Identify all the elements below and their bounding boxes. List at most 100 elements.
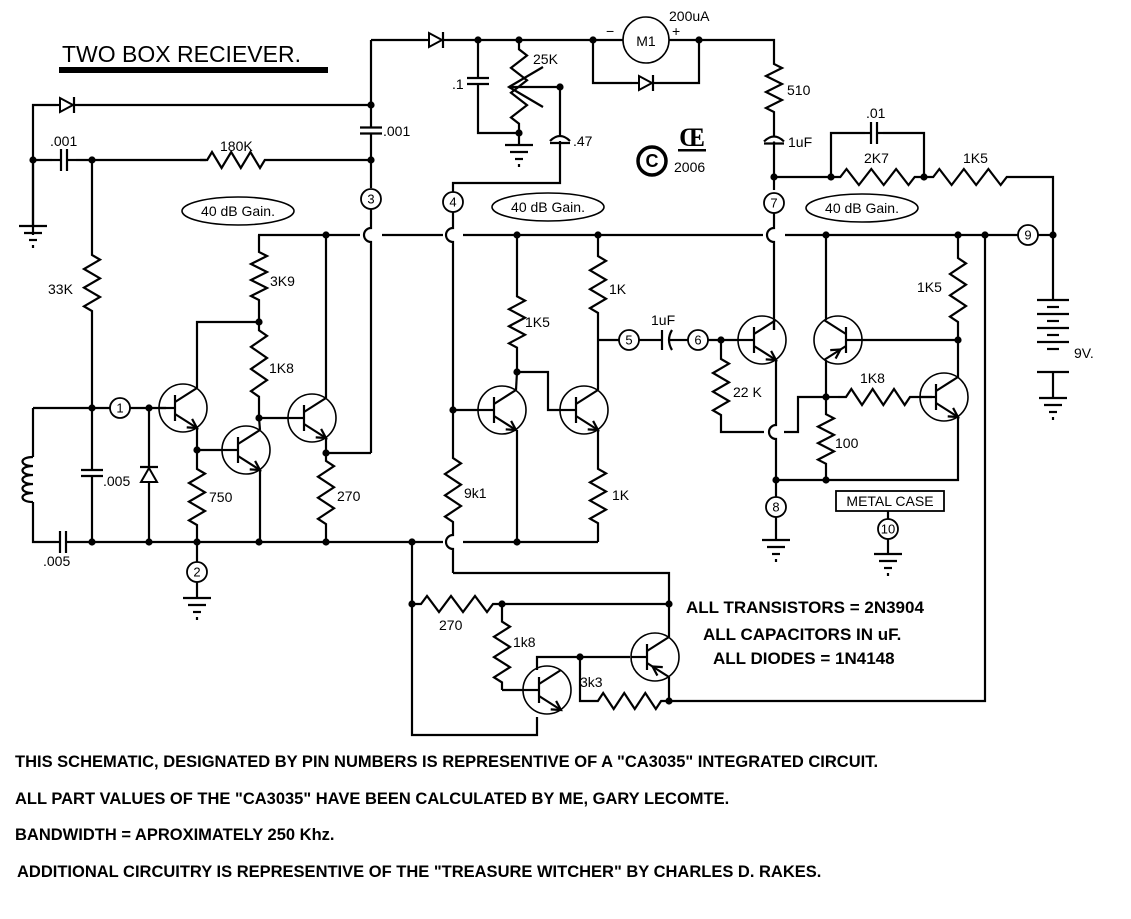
pin-number: 1 [116,401,123,416]
res-270-a-label: 270 [337,488,361,504]
ground-pin8-icon [762,538,790,562]
res-100-label: 100 [835,435,859,451]
cap-wiper-label: .47 [573,133,593,149]
res-2k7-label: 2K7 [864,150,889,166]
res-750-label: 750 [209,489,233,505]
cap-input-icon [52,149,76,171]
res-1k-bot-label: 1K [612,487,630,503]
res-1k-top-icon [587,249,609,320]
diode-clamp-icon [139,408,159,542]
cap-input-label: .001 [50,133,77,149]
pin-marker-7: 7 [763,192,785,214]
spec-transistors: ALL TRANSISTORS = 2N3904 [686,598,924,617]
res-180k-label: 180K [220,138,253,154]
cap-feedback-label: .01 [866,105,886,121]
title-underline [59,67,328,73]
res-22k-label: 22 K [733,384,762,400]
res-270-a-icon [315,453,337,532]
wire [829,131,865,177]
wire [517,370,560,412]
inductor-coil-icon [21,455,34,504]
pin-number: 10 [881,522,895,537]
svg-text:40 dB Gain.: 40 dB Gain. [511,199,585,215]
wire [31,502,56,544]
gain-badge-stage1: 40 dB Gain. [181,196,295,226]
res-22k-icon [710,352,732,422]
ground-metal-case-icon [874,552,902,576]
note-line-3: BANDWIDTH = APROXIMATELY 250 Khz. [15,826,335,844]
pin-number: 9 [1024,228,1031,243]
wire [476,90,519,135]
pin-marker-2: 2 [186,561,208,583]
cap-coupling-icon [653,329,677,351]
schematic-title: TWO BOX RECIEVER. [62,41,301,67]
wire-crossover [765,213,776,330]
res-510-icon [763,58,785,118]
wire [257,417,262,431]
pin-marker-1: 1 [109,397,131,419]
cap-tank-icon [81,462,103,484]
res-180k-icon [200,149,272,171]
wire [591,40,632,85]
spec-capacitors: ALL CAPACITORS IN uF. [703,625,901,644]
svg-text:40 dB Gain.: 40 dB Gain. [825,200,899,216]
copyright-symbol: C [646,151,659,171]
wire [883,131,926,177]
res-1k5-b-icon [924,167,1016,187]
meter-name-label: M1 [636,33,656,49]
wire [669,235,987,703]
res-9k1-icon [443,450,463,530]
cap-coupling-label: 1uF [651,312,675,328]
res-1k5-a-icon [506,290,528,354]
wire-crossover [444,212,455,410]
res-9k1-label: 9k1 [464,485,487,501]
transistor-q2-icon [221,425,271,475]
wire [719,422,764,434]
res-1k8-b-label: 1K8 [860,370,885,386]
pin-marker-9: 9 [1017,224,1039,246]
cap-tank-label: .005 [103,473,130,489]
cap-meter-icon [763,125,785,150]
res-3k3-label: 3k3 [580,674,603,690]
gain-badge-stage3: 40 dB Gain. [805,193,919,223]
spec-diodes: ALL DIODES = 1N4148 [713,649,895,668]
ground-pin2-icon [183,596,211,620]
ground-antenna-icon [19,224,47,248]
transistor-q6-icon [737,315,787,365]
meter-rating-label: 200uA [669,8,710,24]
pot-wiper-arrow-icon [506,66,544,108]
res-1k5-c-icon [948,250,968,330]
cap-feedback-icon [865,122,883,144]
cap-detector-label: .1 [452,76,464,92]
cap-bottom-icon [56,531,70,553]
res-2k7-icon [831,167,924,187]
res-1k5-c-label: 1K5 [917,279,942,295]
res-1k8-b-icon [838,387,918,407]
res-1k8-a-label: 1K8 [269,360,294,376]
pin-number: 6 [694,333,701,348]
wire [1016,175,1055,235]
pin-marker-6: 6 [687,329,709,351]
res-3k9-label: 3K9 [270,273,295,289]
svg-text:40 dB Gain.: 40 dB Gain. [201,203,275,219]
wiring [29,36,1057,737]
wire [453,571,671,604]
pin-marker-4: 4 [442,191,464,213]
transistor-q3-icon [287,393,337,443]
res-1k5-a-label: 1K5 [525,314,550,330]
res-1k-top-label: 1K [609,281,627,297]
metal-case-label: METAL CASE [846,493,933,509]
res-510-label: 510 [787,82,811,98]
wire [660,40,701,85]
pin-marker-3: 3 [360,188,382,210]
wire [410,542,539,737]
res-270-b-icon [412,594,502,614]
transistor-q8-icon [919,372,969,422]
cap-meter-label: 1uF [788,134,812,150]
res-1k5-b-label: 1K5 [963,150,988,166]
wire [535,655,580,670]
battery-label: 9V. [1074,345,1094,361]
pin-number: 7 [770,196,777,211]
wire [451,150,562,190]
wire-crossover [767,422,778,480]
